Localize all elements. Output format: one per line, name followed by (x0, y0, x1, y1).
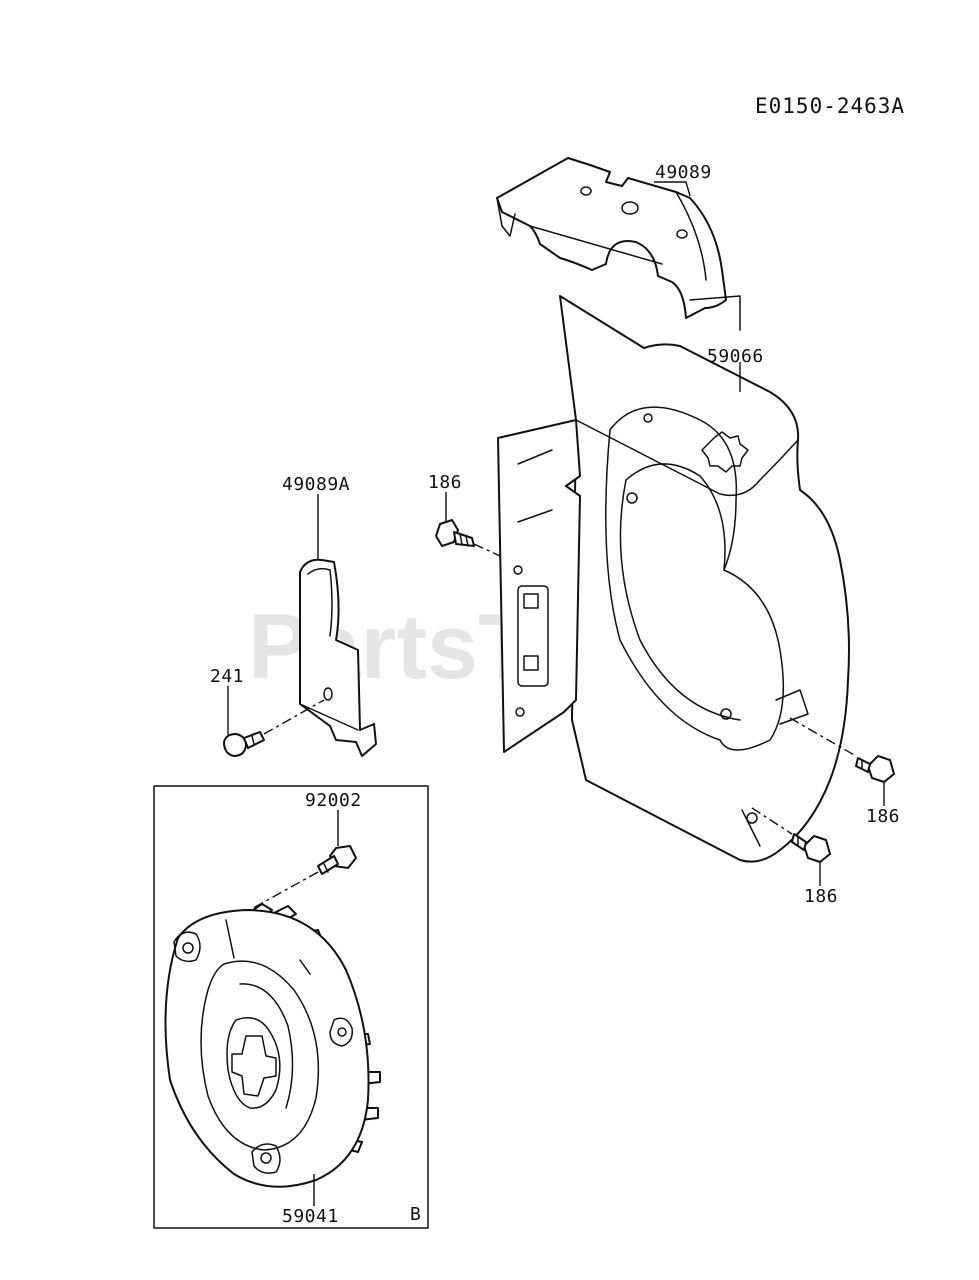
part-label-186-left[interactable]: 186 (428, 472, 462, 493)
detail-box-label: B (410, 1204, 421, 1225)
blower-housing-part[interactable] (497, 295, 850, 863)
part-label-92002[interactable]: 92002 (305, 790, 362, 811)
side-bracket-part[interactable] (299, 558, 377, 757)
centerline-186-right-upper (789, 717, 857, 757)
bolt-241-part[interactable] (223, 731, 265, 757)
part-label-59066[interactable]: 59066 (707, 346, 764, 367)
flywheel-bolt-92002-part[interactable] (317, 845, 357, 875)
centerline-92002 (245, 871, 319, 913)
part-label-49089[interactable]: 49089 (655, 162, 712, 183)
part-label-186-right-lower[interactable]: 186 (804, 886, 838, 907)
bolt-186-right-lower-part[interactable] (791, 833, 831, 863)
top-bracket-part[interactable] (496, 157, 727, 319)
part-label-49089A[interactable]: 49089A (282, 474, 350, 495)
part-label-186-right-upper[interactable]: 186 (866, 806, 900, 827)
centerline-241 (263, 699, 325, 735)
bolt-186-right-upper-part[interactable] (855, 755, 895, 783)
bolt-186-left-part[interactable] (435, 519, 475, 547)
detail-box-b (153, 785, 429, 1229)
part-label-241[interactable]: 241 (210, 666, 244, 687)
centerline-186-right-lower (751, 807, 793, 835)
flywheel-fan-59041-part[interactable] (164, 903, 381, 1188)
centerline-186-left (473, 543, 501, 557)
diagram-id: E0150-2463A (755, 94, 905, 118)
part-label-59041[interactable]: 59041 (282, 1206, 339, 1227)
leader-49089 (654, 181, 691, 197)
